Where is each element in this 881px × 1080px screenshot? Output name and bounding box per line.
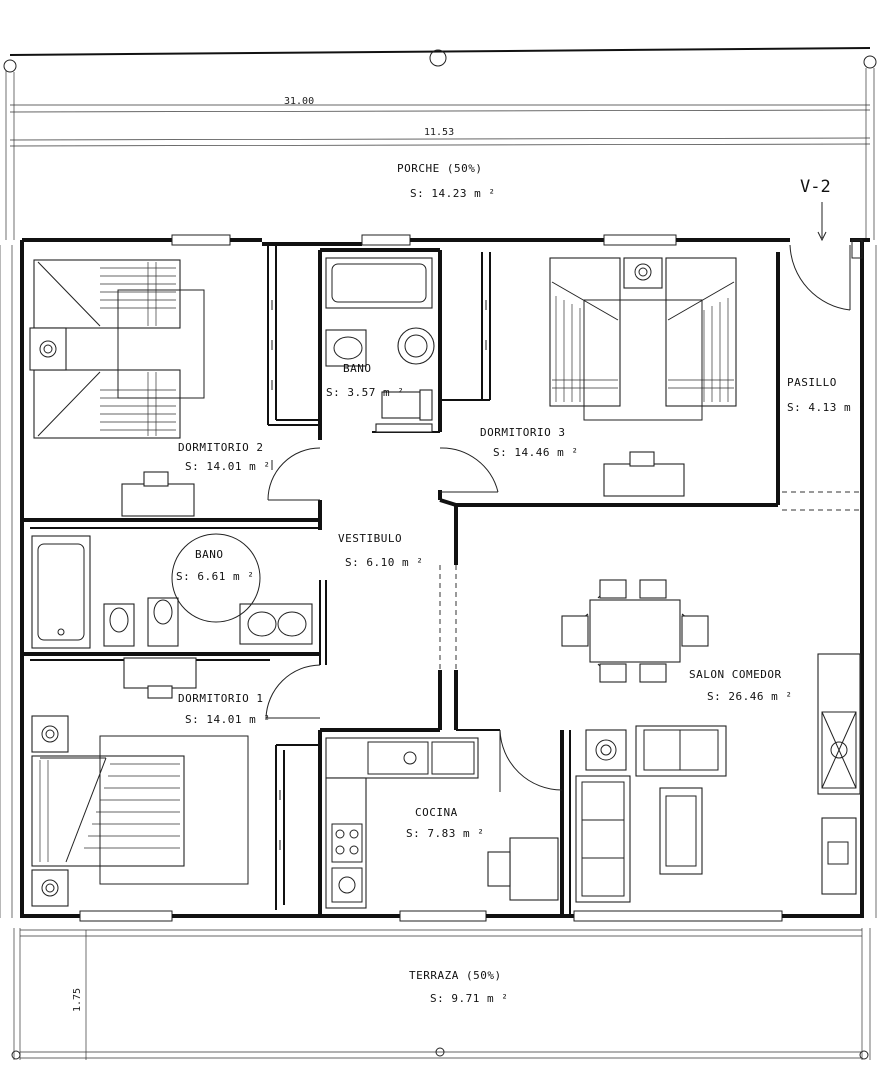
- room-area-porche: S: 14.23 m ²: [410, 187, 495, 200]
- room-name-bano-mid: BANO: [195, 548, 224, 561]
- room-area-dormitorio-2: S: 14.01 m ²: [185, 460, 270, 473]
- room-name-terraza: TERRAZA (50%): [409, 969, 502, 982]
- room-name-porche: PORCHE (50%): [397, 162, 482, 175]
- porch-structure: [3, 47, 877, 240]
- exterior-walls: [0, 234, 877, 922]
- arrow-down-icon: [817, 202, 827, 242]
- doors: [265, 239, 863, 792]
- room-area-pasillo: S: 4.13 m ²: [787, 401, 865, 414]
- room-name-vestibulo: VESTIBULO: [338, 532, 402, 545]
- room-area-dormitorio-1: S: 14.01 m ²: [185, 713, 270, 726]
- dimension-inner: 11.53: [424, 127, 454, 138]
- dimension-total: 31.00: [284, 96, 314, 107]
- room-area-salon-comedor: S: 26.46 m ²: [707, 690, 792, 703]
- column-marker: [3, 59, 17, 73]
- section-mark: V-2: [800, 177, 831, 197]
- column-marker: [863, 55, 877, 69]
- room-name-dormitorio-2: DORMITORIO 2: [178, 441, 263, 454]
- terrace-structure: [11, 928, 871, 1060]
- bano-mid-fixtures: [31, 533, 313, 649]
- room-area-terraza: S: 9.71 m ²: [430, 992, 508, 1005]
- room-labels: PORCHE (50%) S: 14.23 m ² PASILLO S: 4.1…: [176, 162, 865, 1005]
- room-name-pasillo: PASILLO: [787, 376, 837, 389]
- room-name-dormitorio-1: DORMITORIO 1: [178, 692, 263, 705]
- room-name-salon-comedor: SALON COMEDOR: [689, 668, 782, 681]
- bano-top-fixtures: [325, 257, 435, 433]
- room-area-vestibulo: S: 6.10 m ²: [345, 556, 423, 569]
- dormitorio-2-furniture: [29, 259, 273, 517]
- dormitorio-1-furniture: [31, 460, 281, 907]
- room-name-bano-top: BANO: [343, 362, 372, 375]
- column-marker: [429, 49, 447, 67]
- room-area-bano-mid: S: 6.61 m ²: [176, 570, 254, 583]
- cocina-fixtures: [325, 737, 559, 909]
- room-area-dormitorio-3: S: 14.46 m ²: [493, 446, 578, 459]
- dimension-terrace: 1.75: [72, 988, 83, 1012]
- dormitorio-3-furniture: [485, 257, 737, 497]
- room-name-dormitorio-3: DORMITORIO 3: [480, 426, 565, 439]
- salon-comedor-furniture: [561, 579, 861, 903]
- room-area-cocina: S: 7.83 m ²: [406, 827, 484, 840]
- room-area-bano-top: S: 3.57 m ²: [326, 386, 404, 399]
- room-name-cocina: COCINA: [415, 806, 458, 819]
